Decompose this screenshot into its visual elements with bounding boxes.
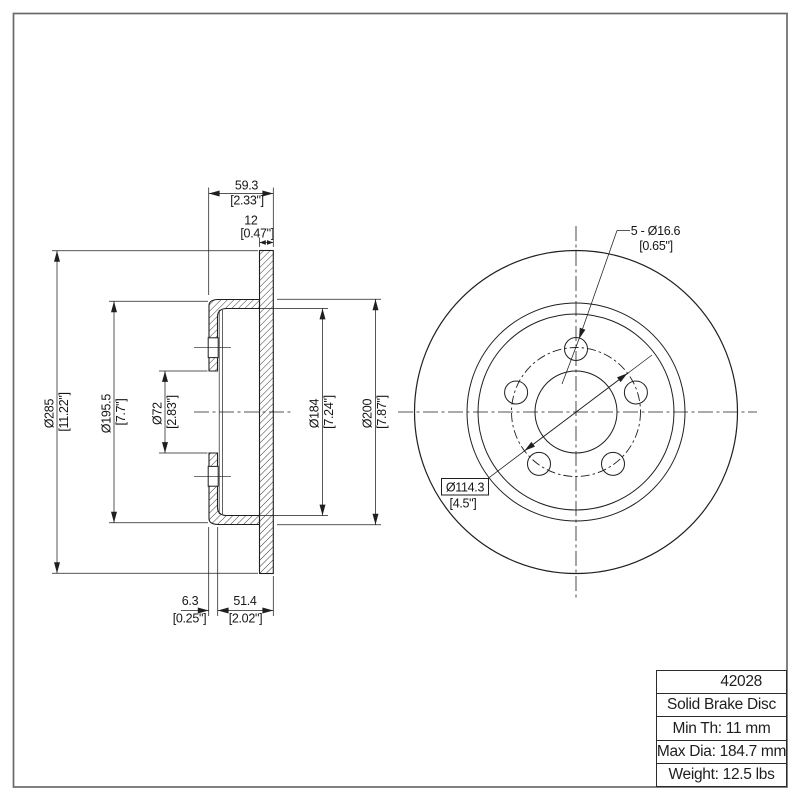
title-block-type: Solid Brake Disc	[657, 693, 786, 716]
title-block-weight: Weight: 12.5 lbs	[657, 762, 786, 786]
hat-section-upper	[208, 298, 261, 372]
bolt-hole-circle	[504, 380, 529, 405]
bolt-holes-leader	[561, 230, 630, 385]
dim-bore-diameter: Ø72 [2.83"]	[151, 395, 180, 429]
title-block-min-th: Min Th: 11 mm	[657, 716, 786, 739]
title-block: 42028 Solid Brake Disc Min Th: 11 mm Max…	[656, 670, 787, 787]
rotor-section	[258, 249, 274, 575]
section-dim-texts: Ø285 [11.22"] Ø195.5 [7.7"] Ø72 [2.83"] …	[43, 179, 390, 626]
bolt-hole-circle	[564, 337, 588, 361]
section-view: Ø285 [11.22"] Ø195.5 [7.7"] Ø72 [2.83"] …	[43, 179, 390, 626]
title-block-max-dia: Max Dia: 184.7 mm	[657, 739, 786, 763]
bolt-hole-circle	[527, 451, 551, 476]
bolt-hole-circle	[623, 380, 648, 405]
disc-outer-circle	[413, 249, 739, 575]
bolt-circle-label-mm: Ø114.3	[446, 481, 485, 495]
dim-hat-inner-diameter: Ø184 [7.24"]	[308, 395, 337, 429]
page-border	[12, 12, 788, 788]
section-dim-lines	[52, 187, 381, 616]
dim-outer-diameter: Ø285 [11.22"]	[43, 392, 72, 431]
bolt-circle-label-box	[441, 478, 489, 496]
hat-outer-circle	[466, 302, 686, 522]
title-block-part-number: 42028	[720, 673, 762, 691]
front-view-labels: 5 - Ø16.6 [0.65"]	[631, 224, 681, 253]
dim-hat-diameter: Ø195.5 [7.7"]	[100, 391, 129, 433]
bolt-circle-dim-line	[469, 354, 653, 493]
dim-overall-width-mm: 59.3	[235, 179, 258, 193]
bolt-circle-label-in: [4.5"]	[450, 497, 477, 511]
bolt-holes-label-in: [0.65"]	[639, 239, 673, 253]
bolt-holes-label-mm: 5 - Ø16.6	[631, 224, 681, 238]
dim-wall-thickness-mm: 6.3	[182, 594, 199, 608]
dim-hat-depth-in: [2.02"]	[229, 612, 263, 626]
center-bore-circle	[534, 370, 618, 454]
bolt-hole-circle	[601, 451, 625, 476]
dim-hat-depth-mm: 51.4	[233, 594, 256, 608]
dim-disc-thickness-in: [0.47"]	[240, 227, 274, 241]
hat-inner-circle	[477, 313, 675, 511]
dim-step-diameter: Ø200 [7.87"]	[361, 395, 390, 429]
hat-section-lower	[208, 452, 261, 526]
front-view: 5 - Ø16.6 [0.65"] Ø114.3 [4.5"]	[398, 224, 757, 599]
dim-disc-thickness-mm: 12	[244, 214, 258, 228]
dim-overall-width-in: [2.33"]	[230, 194, 264, 208]
dim-wall-thickness-in: [0.25"]	[173, 612, 207, 626]
